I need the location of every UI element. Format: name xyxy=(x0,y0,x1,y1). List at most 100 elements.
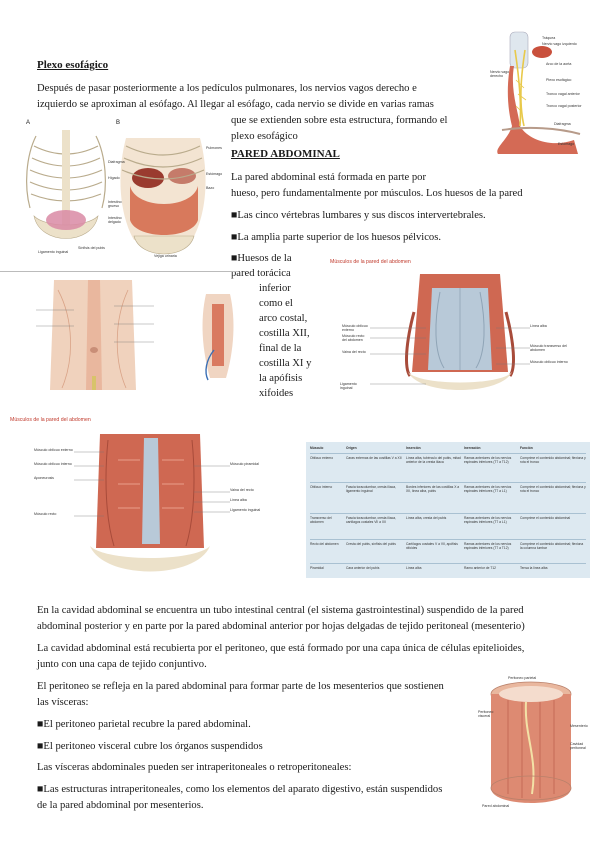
label-peritoneo-visceral: Peritoneo visceral xyxy=(478,710,494,719)
label-diafragma-b: Diafragma xyxy=(108,160,125,164)
heading-pared-abdominal: PARED ABDOMINAL xyxy=(231,148,340,160)
bullet-peritoneo-visceral: ■El peritoneo visceral cubre los órganos… xyxy=(37,739,263,755)
table-cell: Cartílagos costales V a VII, apófisis xi… xyxy=(406,542,458,550)
lateral-wall-illustration xyxy=(36,280,154,390)
table-header: Origen xyxy=(346,446,357,450)
bullet-toracica-line: inferior xyxy=(259,283,291,294)
mesentery-paragraph-line: las vísceras: xyxy=(37,697,89,708)
table-cell-muscle: Oblicuo externo xyxy=(310,456,334,460)
bullet-toracica-line: costilla XI y xyxy=(259,358,312,369)
table-cell: Ramo anterior de T12 xyxy=(464,566,497,570)
mesentery-paragraph-line: El peritoneo se refleja en la pared abdo… xyxy=(37,681,444,692)
bullet-square-icon: ■ xyxy=(231,232,238,243)
label-vago-derecho: Nervio vago derecho xyxy=(490,70,510,79)
cavity-paragraph-line: abdominal posterior y en parte por la pa… xyxy=(37,621,525,632)
label-oblicuo-interno-1: Músculo oblicuo interno xyxy=(530,360,568,364)
label-intestino-delgado: Intestino delgado xyxy=(108,216,122,225)
label-linea-alba-2: Línea alba xyxy=(230,498,247,502)
label-mesenterio: Mesenterio xyxy=(570,724,588,728)
label-recto-2: Músculo recto xyxy=(34,512,57,516)
bullet-toracica-line: como el xyxy=(259,298,293,309)
label-vaina-recto-1: Vaina del recto xyxy=(342,350,366,354)
pared-intro-line: La pared abdominal está formada en parte… xyxy=(231,172,427,183)
bullet-text: Huesos de la xyxy=(237,253,292,264)
peritoneal-cavity-illustration xyxy=(490,681,572,803)
label-diafragma: Diafragma xyxy=(554,122,571,126)
label-transverso-1: Músculo transverso del abdomen xyxy=(530,344,567,353)
table-divider xyxy=(310,453,586,454)
bullet-text: Las estructuras intraperitoneales, como … xyxy=(43,784,443,795)
small-abdomen-illustration xyxy=(202,294,234,381)
bullet-intraperitoneales-cont: de la pared abdominal por mesenterios. xyxy=(37,800,204,811)
peritoneal-cavity-figure: Peritoneo parietal Peritoneo visceral Me… xyxy=(478,676,588,816)
table-cell: Línea alba, tubérculo del pubis, mitad a… xyxy=(406,456,461,464)
table-cell: Cresta del pubis, sínfisis del pubis xyxy=(346,542,396,546)
abdominal-muscles-figure-2: Músculo oblicuo externo Músculo oblicuo … xyxy=(34,430,266,580)
table-cell: Ramas anteriores de los nervios espinale… xyxy=(464,516,512,524)
bullet-toracica-line: ■Huesos de la xyxy=(231,251,292,267)
label-cavidad-peritoneal: Cavidad peritoneal xyxy=(570,742,586,751)
label-pulmones: Pulmones xyxy=(206,146,222,150)
bullet-text: El peritoneo parietal recubre la pared a… xyxy=(43,719,251,730)
esophageal-plexus-figure: Tráquea Nervio vago izquierdo Arco de la… xyxy=(488,30,584,156)
label-estomago-b: Estómago xyxy=(206,172,223,176)
thorax-abdomen-illustration xyxy=(26,130,206,255)
bullet-text: Las cinco vértebras lumbares y sus disco… xyxy=(237,210,486,221)
table-divider xyxy=(310,513,586,514)
table-cell-muscle: Recto del abdomen xyxy=(310,542,339,546)
divider-line xyxy=(0,271,238,272)
label-plexo-esofagico: Plexo esofágico xyxy=(546,78,572,82)
label-piramidal-2: Músculo piramidal xyxy=(230,462,259,466)
plexo-paragraph-line: izquierdo se aproximan al esófago. Al ll… xyxy=(37,99,434,110)
heading-plexo-esofagico: Plexo esofágico xyxy=(37,59,109,71)
label-ligamento-1: Ligamento inguinal xyxy=(340,382,357,391)
table-cell-muscle: Piramidal xyxy=(310,566,324,570)
label-higado: Hígado xyxy=(108,176,120,180)
label-traquea: Tráquea xyxy=(542,36,556,40)
label-sinfisis: Sínfisis del pubis xyxy=(78,246,105,250)
label-oblicuo-externo-2: Músculo oblicuo externo xyxy=(34,448,73,452)
label-ligamento-2: Ligamento inguinal xyxy=(230,508,261,512)
table-cell: Línea alba xyxy=(406,566,422,570)
label-peritoneo-parietal: Peritoneo parietal xyxy=(508,676,537,680)
table-cell: Ramas anteriores de los nervios espinale… xyxy=(464,456,512,464)
abdominal-muscles-figure-1: Músculo oblicuo externo Músculo recto de… xyxy=(330,272,590,396)
table-cell: Fascia toracolumbar, cresta ilíaca, liga… xyxy=(346,485,397,493)
table-header: Inervación xyxy=(464,446,481,450)
label-oblicuo-interno-2: Músculo oblicuo interno xyxy=(34,462,72,466)
label-vago-izquierdo: Nervio vago izquierdo xyxy=(542,42,577,46)
table-divider xyxy=(310,563,586,564)
abdominal-muscles-table: Músculo Origen Inserción Inervación Func… xyxy=(306,442,590,578)
caption-musculos-2: Músculos de la pared del abdomen xyxy=(10,417,91,423)
bullet-square-icon: ■ xyxy=(231,253,238,264)
esophagus-illustration xyxy=(497,31,581,154)
label-tronco-anterior: Tronco vagal anterior xyxy=(546,92,580,96)
table-cell: Fascia toracolumbar, cresta ilíaca, cart… xyxy=(346,516,397,524)
plexo-paragraph-line: Después de pasar posteriormente a los pe… xyxy=(37,83,417,94)
bullet-peritoneo-parietal: ■El peritoneo parietal recubre la pared … xyxy=(37,717,251,733)
bullet-intraperitoneales: ■Las estructuras intraperitoneales, como… xyxy=(37,782,442,798)
label-vejiga: Vejiga urinaria xyxy=(154,254,177,258)
label-recto-1: Músculo recto del abdomen xyxy=(342,334,365,343)
table-cell: Caras externas de las costillas V a XII xyxy=(346,456,402,460)
label-ligamento-inguinal: Ligamento inguinal xyxy=(38,250,69,254)
label-bazo: Bazo xyxy=(206,186,215,190)
table-cell: Comprime el contenido abdominal; flexion… xyxy=(520,456,586,464)
table-cell-muscle: Transverso del abdomen xyxy=(310,516,332,524)
label-linea-alba-1: Línea alba xyxy=(530,324,547,328)
table-cell-muscle: Oblicuo interno xyxy=(310,485,333,489)
thorax-abdomen-figure: A B Ligamento inguinal Sínfisis del pubi… xyxy=(16,116,224,268)
label-tronco-posterior: Tronco vagal posterior xyxy=(546,104,582,108)
table-cell: Bordes inferiores de las costillas X a X… xyxy=(406,485,460,493)
bullet-vertebras: ■Las cinco vértebras lumbares y sus disc… xyxy=(231,208,486,224)
table-cell: Cara anterior del pubis xyxy=(346,566,380,570)
bullet-text: La amplia parte superior de los huesos p… xyxy=(237,232,441,243)
table-cell: Comprime el contenido abdominal; flexion… xyxy=(520,542,584,550)
bullet-square-icon: ■ xyxy=(37,784,44,795)
bullet-toracica-line: final de la xyxy=(259,343,302,354)
bullet-square-icon: ■ xyxy=(231,210,238,221)
bullet-toracica-line: la apófisis xyxy=(259,373,303,384)
bullet-toracica-line: pared torácica xyxy=(231,268,291,279)
abdominal-muscles-illustration-2 xyxy=(74,434,230,572)
bullet-text: El peritoneo visceral cubre los órganos … xyxy=(43,741,263,752)
